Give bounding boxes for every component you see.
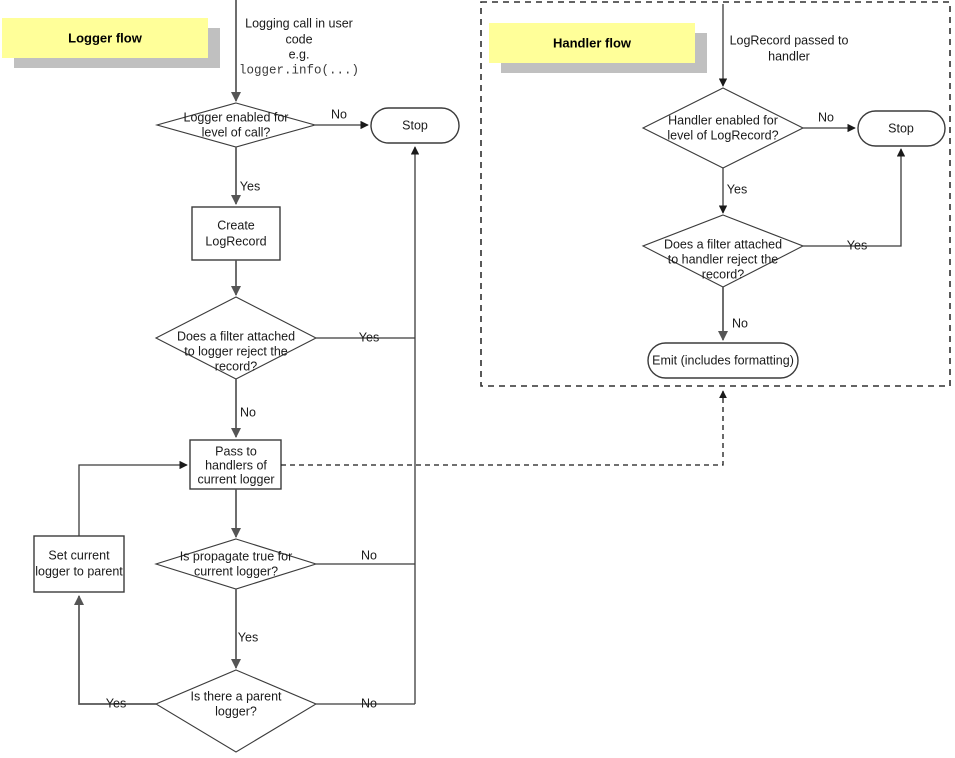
has-parent-no-label: No: [361, 696, 377, 710]
handler-enabled-line2: level of LogRecord?: [667, 128, 778, 142]
handler-filter-line2: to handler reject the: [668, 252, 779, 266]
is-propagate-line2: current logger?: [194, 564, 278, 578]
handler-enabled-line1: Handler enabled for: [668, 113, 778, 127]
logger-filter-no-label: No: [240, 405, 256, 419]
set-parent-loopback-connector: [78, 460, 188, 536]
logger-filter-yes-label: Yes: [359, 330, 379, 344]
pass-to-handlers-line3: current logger: [197, 472, 274, 486]
has-parent-line1: Is there a parent: [190, 689, 282, 703]
handler-filter-line3: record?: [702, 267, 744, 281]
is-propagate-yes-label: Yes: [238, 630, 258, 644]
has-parent-diamond: [154, 669, 318, 753]
logger-enabled-yes-label: Yes: [240, 179, 260, 193]
pass-to-handler-flow-dashed-connector: [281, 390, 727, 466]
handler-enabled-yes-label: Yes: [727, 182, 747, 196]
logger-enabled-line2: level of call?: [202, 125, 271, 139]
handler-stop-shape: [857, 110, 946, 147]
create-logrecord-line2: LogRecord: [205, 234, 266, 248]
is-propagate-no-label: No: [361, 548, 377, 562]
node-logger-stop: Stop: [370, 107, 460, 144]
emit-shape: [647, 342, 799, 379]
handler-flow-title-label: Handler flow: [553, 35, 632, 50]
pass-to-handlers-line2: handlers of: [205, 458, 267, 472]
logger-entry-label-line1: Logging call in user: [245, 16, 353, 30]
emit-label: Emit (includes formatting): [652, 353, 794, 367]
logger-enabled-line1: Logger enabled for: [184, 110, 289, 124]
set-parent-line2: logger to parent: [35, 564, 123, 578]
node-set-parent: Set current logger to parent: [33, 535, 125, 593]
logger-flow-title-plate: [2, 18, 208, 58]
set-parent-shape: [33, 535, 125, 593]
handler-entry-label-line1: LogRecord passed to: [730, 33, 849, 47]
pass-to-handlers-line1: Pass to: [215, 444, 257, 458]
node-is-propagate: Is propagate true for current logger?: [154, 538, 318, 590]
handler-filter-yes-connector: [803, 148, 906, 247]
node-logger-enabled: Logger enabled for level of call?: [154, 102, 318, 148]
node-pass-to-handlers: Pass to handlers of current logger: [189, 439, 282, 490]
handler-flow-title: Handler flow: [489, 23, 707, 73]
logger-flow-title-label: Logger flow: [68, 30, 143, 45]
create-logrecord-line1: Create: [217, 218, 255, 232]
set-parent-line1: Set current: [48, 548, 110, 562]
is-propagate-line1: Is propagate true for: [180, 549, 293, 563]
logger-entry-label-code: logger.info(...): [239, 63, 359, 77]
handler-filter-no-label: No: [732, 316, 748, 330]
node-handler-enabled: Handler enabled for level of LogRecord?: [641, 87, 805, 169]
node-emit: Emit (includes formatting): [647, 342, 799, 379]
has-parent-line2: logger?: [215, 704, 257, 718]
handler-filter-line1: Does a filter attached: [664, 237, 782, 251]
logger-filter-line3: record?: [215, 359, 257, 373]
handler-stop-label: Stop: [888, 121, 914, 135]
logger-stop-shape: [370, 107, 460, 144]
logger-stop-label: Stop: [402, 118, 428, 132]
has-parent-yes-label: Yes: [106, 696, 126, 710]
logger-filter-line1: Does a filter attached: [177, 329, 295, 343]
logger-flow-title: Logger flow: [2, 18, 220, 68]
logger-enabled-no-label: No: [331, 107, 347, 121]
node-logger-filter: Does a filter attached to logger reject …: [154, 296, 318, 380]
node-create-logrecord: Create LogRecord: [191, 206, 281, 261]
logger-entry-label-line2: code: [285, 32, 312, 46]
create-logrecord-shape: [191, 206, 281, 261]
node-handler-filter: Does a filter attached to handler reject…: [641, 214, 805, 288]
handler-flow-group-border: [480, 1, 951, 387]
handler-flow-title-plate: [489, 23, 695, 63]
handler-enabled-no-label: No: [818, 110, 834, 124]
node-handler-stop: Stop: [857, 110, 946, 147]
handler-entry-label-line2: handler: [768, 49, 810, 63]
logger-entry-label-line3: e.g.: [289, 47, 310, 61]
has-parent-yes-connector: [73, 594, 156, 705]
node-has-parent: Is there a parent logger?: [154, 669, 318, 753]
handler-filter-yes-label: Yes: [847, 238, 867, 252]
logger-filter-line2: to logger reject the: [184, 344, 288, 358]
